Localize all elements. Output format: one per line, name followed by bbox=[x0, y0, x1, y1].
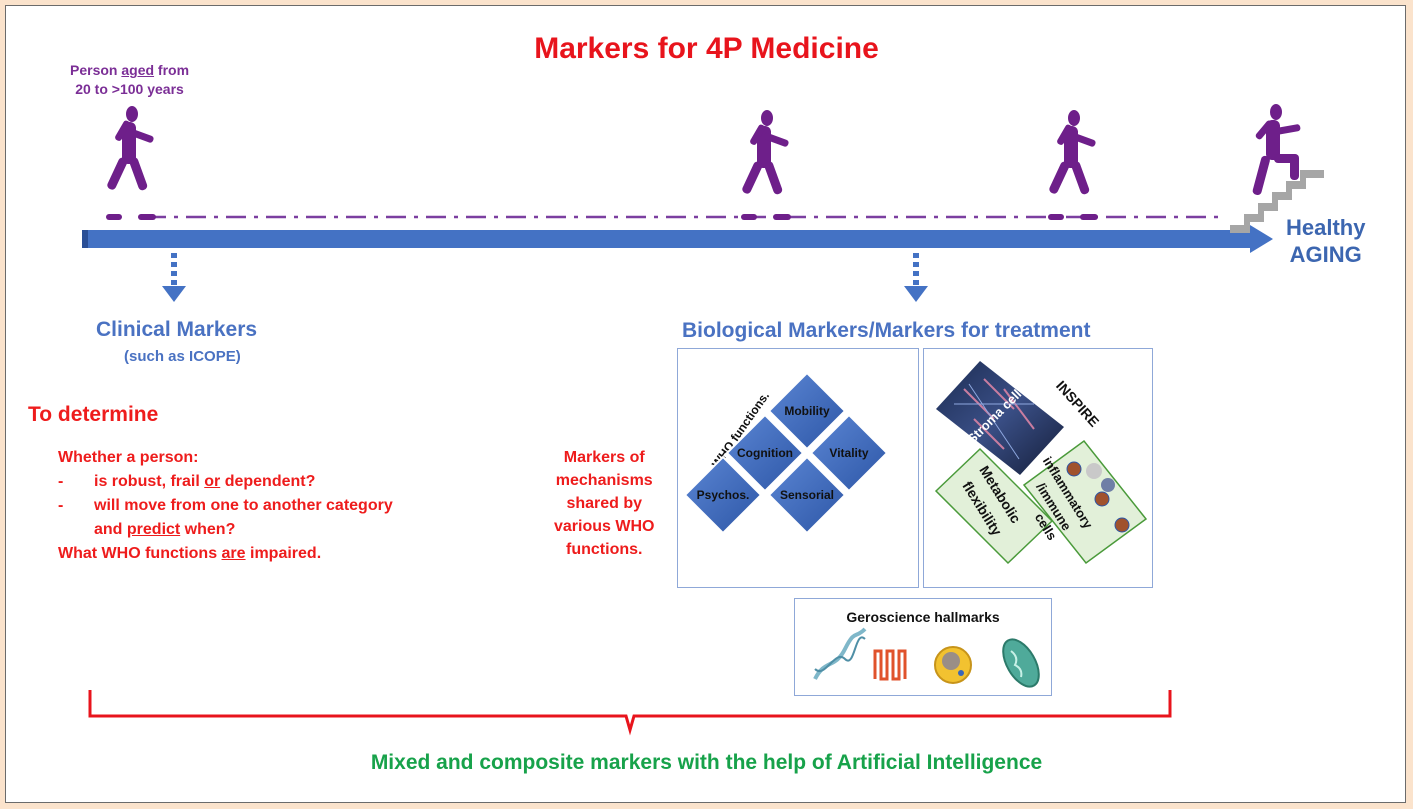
figure-frame: WHO functions. Mobility Cognition Vitali… bbox=[5, 5, 1406, 803]
who-diamonds: WHO functions. Mobility Cognition Vitali… bbox=[683, 371, 889, 535]
climbing-person-icon bbox=[1252, 104, 1301, 196]
page-title: Markers for 4P Medicine bbox=[534, 32, 879, 65]
protein-icon bbox=[873, 649, 907, 681]
diamond-mobility: Mobility bbox=[767, 371, 847, 451]
diamond-vitality: Vitality bbox=[809, 413, 889, 493]
walking-person-icon-1 bbox=[106, 106, 156, 220]
diagram-graphics bbox=[82, 104, 1324, 736]
diamond-sensorial: Sensorial bbox=[767, 455, 847, 535]
inspire-panel: Stroma cells INSPIRE Metabolic flexibili… bbox=[923, 348, 1153, 588]
stairs-icon bbox=[1230, 170, 1324, 233]
inflammatory-cells-box: inflammatory /immune cells bbox=[1022, 439, 1148, 565]
walking-person-icon-3 bbox=[1048, 110, 1098, 220]
biological-down-arrow bbox=[904, 253, 928, 302]
hallmark-icons bbox=[813, 627, 1040, 688]
geroscience-title: Geroscience hallmarks bbox=[846, 609, 1000, 625]
brace-bracket bbox=[88, 690, 1172, 736]
inspire-title: INSPIRE bbox=[1053, 377, 1102, 429]
biological-markers-title: Biological Markers/Markers for treatment bbox=[682, 319, 1091, 342]
footer-caption: Mixed and composite markers with the hel… bbox=[370, 751, 1043, 774]
person-age-label: Person aged from 20 to >100 years bbox=[70, 62, 190, 97]
metabolic-flexibility-box: Metabolic flexibility bbox=[934, 447, 1054, 565]
clinical-markers-subtitle: (such as ICOPE) bbox=[124, 348, 241, 365]
svg-text:Mobility: Mobility bbox=[784, 404, 830, 418]
stroma-cells-image: Stroma cells bbox=[936, 361, 1064, 475]
dna-helix-icon bbox=[813, 627, 867, 680]
diamond-cognition: Cognition bbox=[725, 413, 805, 493]
determine-list: Whether a person: -is robust, frail or d… bbox=[58, 449, 393, 562]
svg-text:Cognition: Cognition bbox=[737, 446, 793, 460]
clinical-down-arrow bbox=[162, 253, 186, 302]
healthy-aging-label: Healthy AGING bbox=[1286, 215, 1366, 267]
diamond-psychos: Psychos. bbox=[683, 455, 763, 535]
clinical-markers-title: Clinical Markers bbox=[96, 318, 258, 341]
cell-nucleus-icon bbox=[934, 646, 972, 684]
timeline-arrow bbox=[82, 225, 1273, 253]
svg-text:Vitality: Vitality bbox=[829, 446, 868, 460]
inspire-graphics: Stroma cells INSPIRE Metabolic flexibili… bbox=[934, 361, 1148, 565]
mechanisms-label: Markers of mechanisms shared by various … bbox=[554, 449, 655, 558]
svg-text:Sensorial: Sensorial bbox=[780, 488, 834, 502]
svg-text:Psychos.: Psychos. bbox=[697, 488, 750, 502]
determine-heading: To determine bbox=[28, 403, 159, 426]
mitochondria-icon bbox=[1002, 638, 1040, 688]
geroscience-panel: Geroscience hallmarks bbox=[794, 598, 1052, 696]
who-functions-panel: WHO functions. Mobility Cognition Vitali… bbox=[677, 348, 919, 588]
walking-person-icon-2 bbox=[741, 110, 791, 220]
